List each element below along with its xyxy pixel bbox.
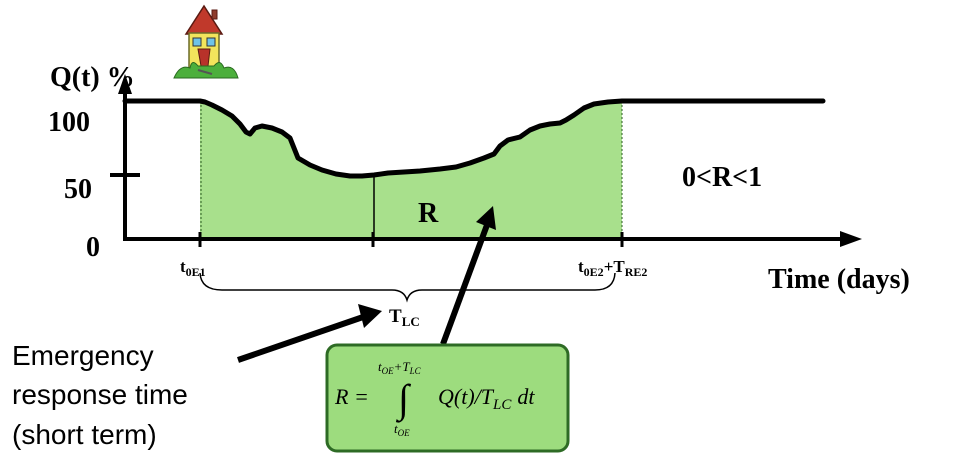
formula-upper-limit: tOE+TLC xyxy=(378,359,422,376)
formula-box xyxy=(325,343,570,453)
formula-integral: ∫ xyxy=(395,376,412,423)
y-axis-label: Q(t) % xyxy=(50,62,135,93)
formula-arrow xyxy=(440,223,490,346)
formula-lhs: R = xyxy=(334,384,369,409)
note-line-2: response time xyxy=(12,379,188,410)
performance-curve xyxy=(122,98,826,179)
house-icon xyxy=(173,4,239,79)
y-tick-label-0: 0 xyxy=(86,232,100,263)
time-brace xyxy=(199,272,616,303)
note-arrow xyxy=(237,313,367,363)
y-tick-label-100: 100 xyxy=(48,107,90,138)
resilience-area xyxy=(200,101,622,239)
y-axis-arrow xyxy=(118,74,132,94)
x-axis-arrow xyxy=(840,231,862,247)
formula-arrowhead xyxy=(476,206,496,230)
note-line-3: (short term) xyxy=(12,419,157,450)
formula-lower-limit: tOE xyxy=(394,421,410,438)
brace-label: TLC xyxy=(389,306,420,329)
x-tick-label-start: t0E1 xyxy=(180,257,206,279)
note-arrowhead xyxy=(358,304,382,328)
region-label: R xyxy=(418,198,439,229)
x-axis-label: Time (days) xyxy=(768,264,910,295)
x-tick-label-end: t0E2+TRE2 xyxy=(578,257,647,279)
y-tick-label-50: 50 xyxy=(64,174,92,205)
range-label: 0<R<1 xyxy=(682,162,762,193)
note-line-1: Emergency xyxy=(12,340,154,371)
